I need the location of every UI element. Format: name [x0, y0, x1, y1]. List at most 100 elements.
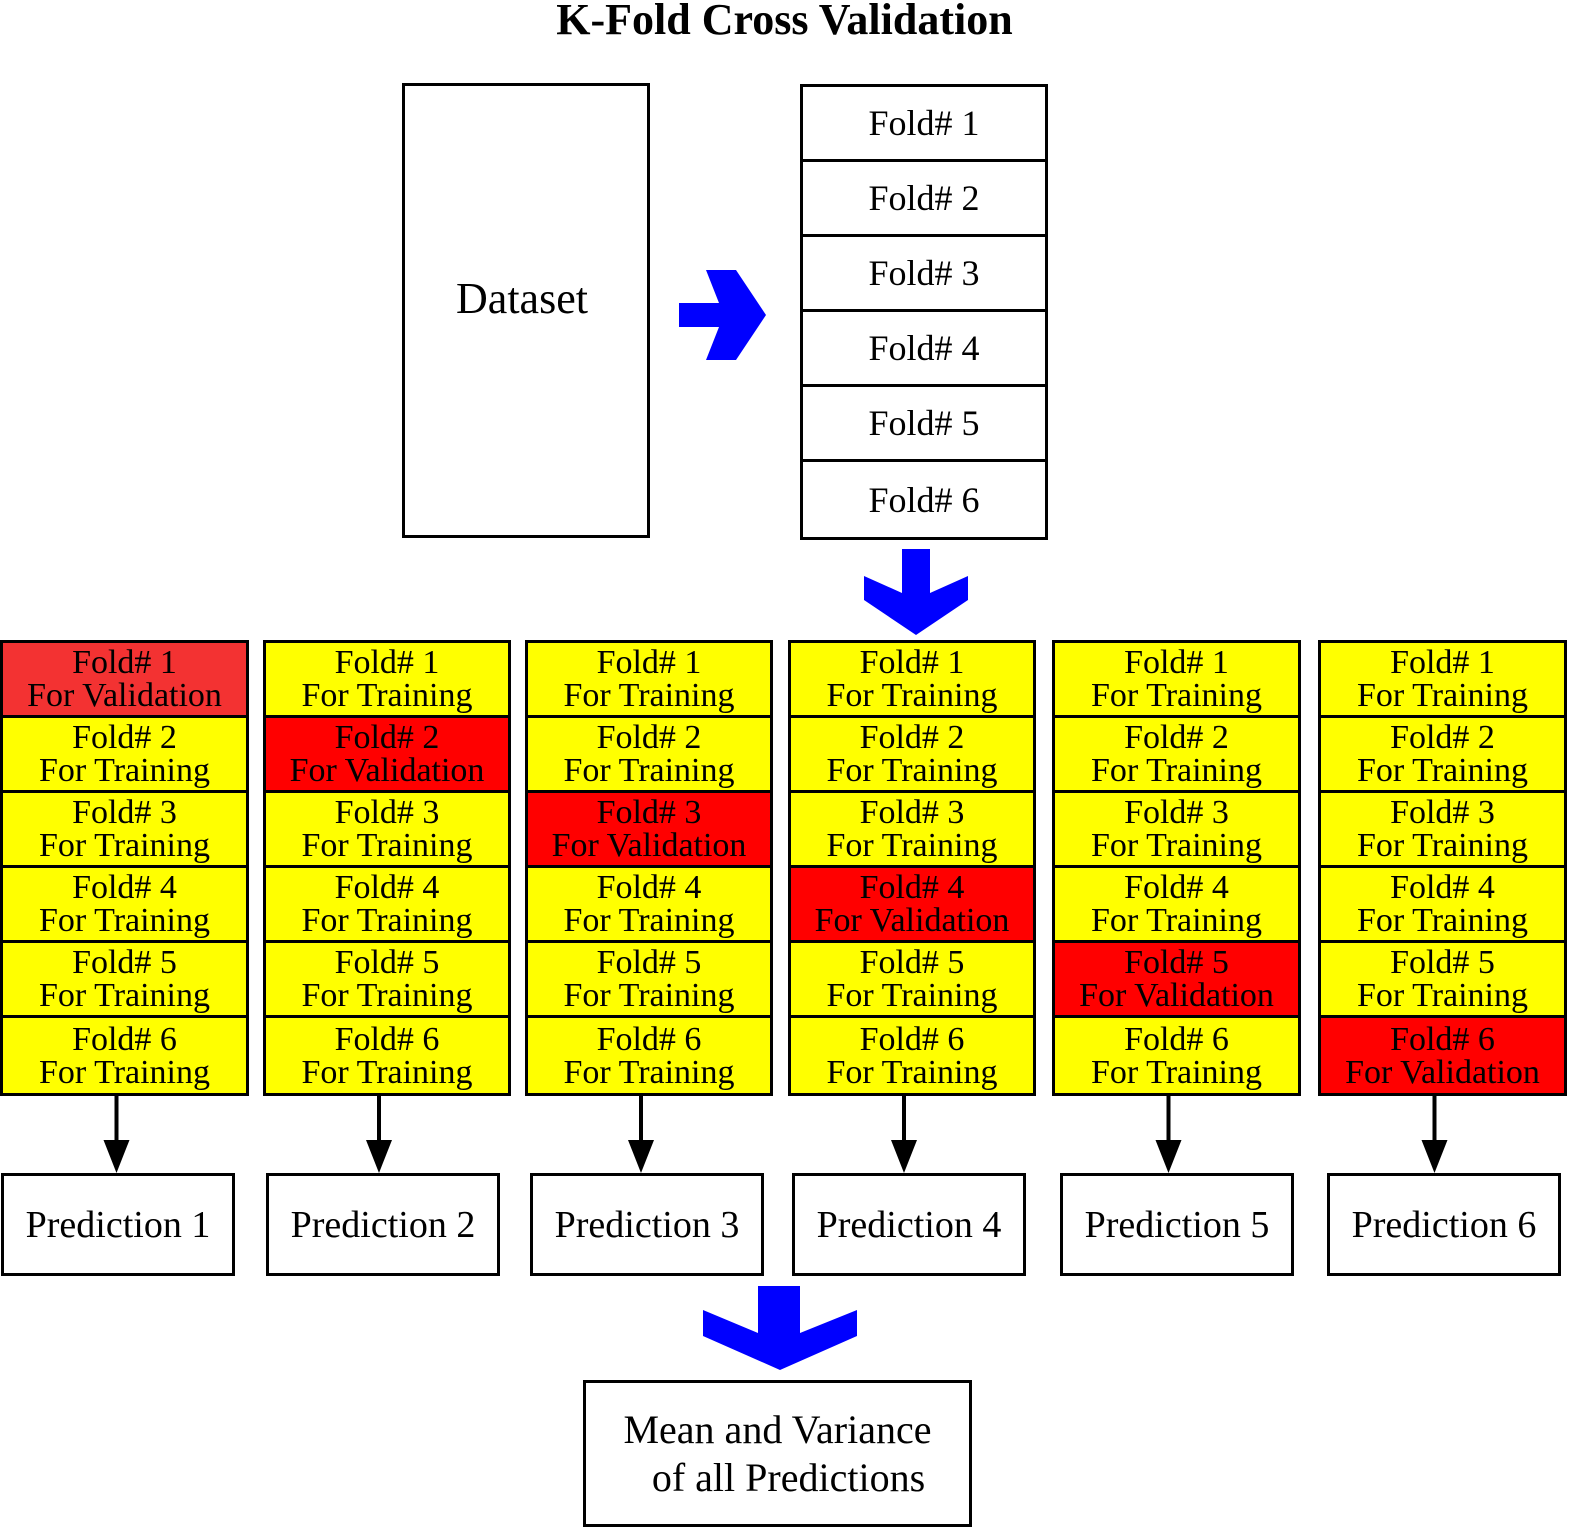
- fold-role-label: For Training: [826, 677, 998, 714]
- prediction-box: Prediction 3: [530, 1173, 764, 1276]
- fold-role-label: For Training: [1357, 677, 1528, 714]
- fold-role-label: For Training: [39, 827, 210, 864]
- down-arrow-icon: [864, 549, 968, 635]
- right-arrow-icon: [679, 270, 766, 360]
- fold-role-label: For Training: [301, 902, 473, 939]
- fold-role-label: For Training: [1091, 677, 1262, 714]
- fold-label: Fold# 1: [72, 644, 177, 681]
- fold-label: Fold# 1: [596, 644, 702, 681]
- fold-label: Fold# 6: [334, 1020, 440, 1058]
- fold-label: Fold# 5: [72, 944, 177, 981]
- fold-label: Fold# 2: [72, 719, 177, 756]
- fold-label: Fold# 6: [72, 1020, 177, 1058]
- fold-role-label: For Training: [1357, 827, 1528, 864]
- fold-label: Fold# 4: [72, 869, 177, 906]
- fold-role-label: For Validation: [27, 677, 222, 714]
- fold-label: Fold# 3: [596, 794, 702, 831]
- arrow-head-icon: [103, 1140, 130, 1173]
- fold-label: Fold# 1: [1390, 644, 1495, 681]
- summary-line-2: of all Predictions: [651, 1454, 926, 1500]
- fold-label: Fold# 4: [334, 869, 440, 906]
- fold-label: Fold# 5: [596, 944, 702, 981]
- page-title: K-Fold Cross Validation: [556, 0, 1013, 44]
- fold-role-label: For Validation: [1079, 977, 1274, 1014]
- fold-role-label: For Training: [39, 977, 210, 1014]
- prediction-label: Prediction 6: [1351, 1203, 1537, 1246]
- arrow-head-icon: [1421, 1140, 1448, 1173]
- fold-label: Fold# 5: [859, 944, 965, 981]
- prediction-label: Prediction 5: [1084, 1203, 1270, 1246]
- fold-item: Fold# 6: [868, 479, 980, 520]
- fold-label: Fold# 2: [596, 719, 702, 756]
- summary-box: Mean and Variance of all Predictions: [583, 1380, 972, 1527]
- fold-label: Fold# 3: [859, 794, 965, 831]
- fold-role-label: For Validation: [289, 752, 485, 789]
- dataset-box: Dataset: [402, 83, 650, 538]
- fold-label: Fold# 6: [859, 1020, 965, 1058]
- fold-label: Fold# 5: [334, 944, 440, 981]
- fold-role-label: For Training: [826, 977, 998, 1014]
- fold-role-label: For Training: [1357, 902, 1528, 939]
- fold-role-label: For Training: [1357, 977, 1528, 1014]
- fold-role-label: For Training: [39, 752, 210, 789]
- prediction-box: Prediction 4: [792, 1173, 1026, 1276]
- fold-role-label: For Training: [563, 902, 735, 939]
- fold-label: Fold# 2: [1390, 719, 1495, 756]
- fold-label: Fold# 4: [859, 869, 965, 906]
- fold-role-label: For Training: [563, 977, 735, 1014]
- fold-role-label: For Training: [39, 1053, 210, 1091]
- fold-role-label: For Training: [1091, 902, 1262, 939]
- fold-role-label: For Validation: [1345, 1053, 1540, 1091]
- prediction-box: Prediction 1: [1, 1173, 235, 1276]
- arrow-head-icon: [628, 1140, 654, 1173]
- fold-role-label: For Training: [301, 827, 473, 864]
- fold-label: Fold# 2: [1124, 719, 1229, 756]
- fold-label: Fold# 5: [1124, 944, 1229, 981]
- fold-label: Fold# 2: [334, 719, 440, 756]
- fold-role-label: For Training: [1091, 752, 1262, 789]
- fold-item: Fold# 1: [803, 87, 1045, 162]
- fold-role-label: For Training: [301, 677, 473, 714]
- fold-item: Fold# 3: [803, 237, 1045, 312]
- prediction-label: Prediction 1: [25, 1203, 211, 1246]
- fold-label: Fold# 3: [1390, 794, 1495, 831]
- fold-label: Fold# 2: [859, 719, 965, 756]
- fold-item: Fold# 4: [803, 312, 1045, 387]
- fold-label: Fold# 3: [72, 794, 177, 831]
- fold-item: Fold# 2: [803, 162, 1045, 237]
- summary-line-1: Mean and Variance: [623, 1406, 932, 1452]
- fold-item: Fold# 5: [803, 387, 1045, 462]
